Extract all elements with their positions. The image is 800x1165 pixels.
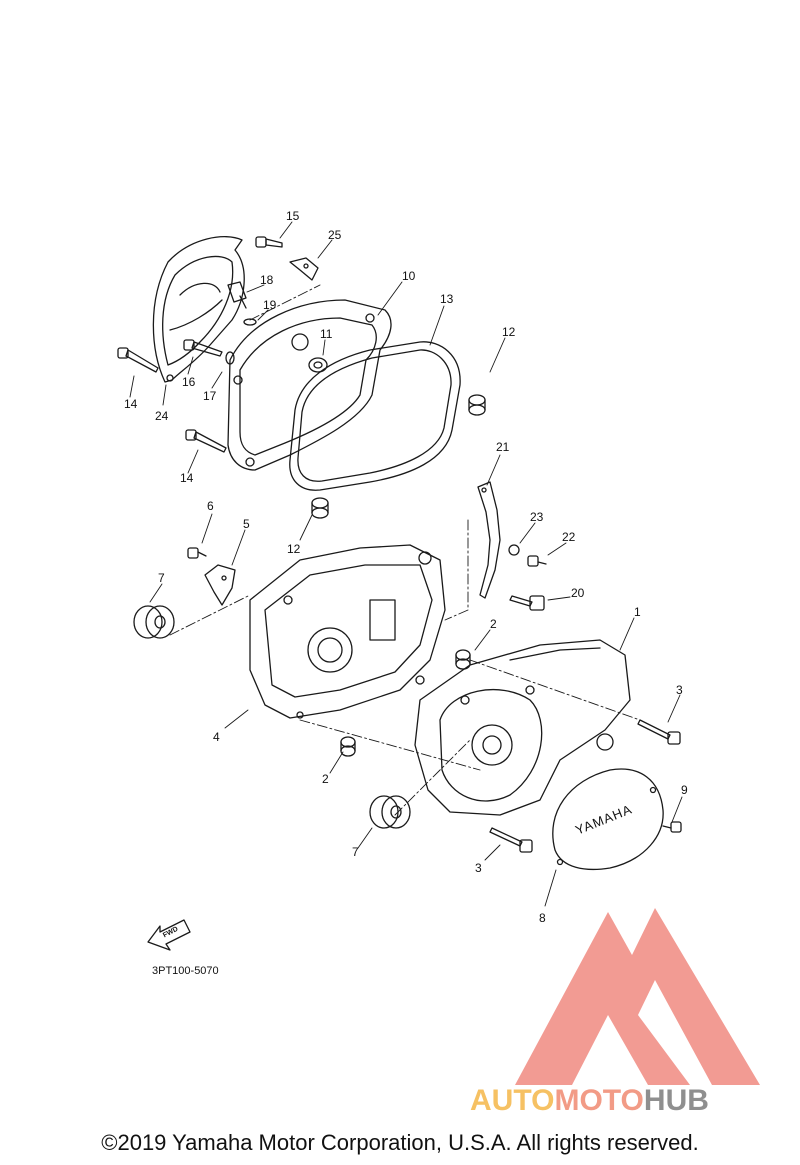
callout-3: 3 bbox=[475, 861, 482, 875]
bolt-20 bbox=[509, 595, 545, 611]
callout-13: 13 bbox=[440, 292, 454, 306]
bolt-16 bbox=[183, 339, 223, 357]
bolt-14b bbox=[185, 429, 227, 453]
bracket-25 bbox=[289, 257, 319, 281]
o-ring-19 bbox=[243, 318, 257, 326]
callout-5: 5 bbox=[243, 517, 250, 531]
damper-7a bbox=[133, 605, 175, 639]
dowel-pin-2a bbox=[455, 649, 471, 670]
callout-12: 12 bbox=[502, 325, 516, 339]
dowel-pin-2b bbox=[340, 736, 356, 757]
bracket-21 bbox=[477, 481, 501, 599]
washer-17 bbox=[225, 351, 235, 365]
watermark-moto: MOTO bbox=[554, 1084, 644, 1117]
callout-22: 22 bbox=[562, 530, 576, 544]
callout-23: 23 bbox=[530, 510, 544, 524]
screw-9 bbox=[662, 821, 682, 833]
damper-7b bbox=[369, 795, 411, 829]
callout-19: 19 bbox=[263, 298, 277, 312]
sensor-18 bbox=[227, 281, 247, 309]
bolt-3a bbox=[637, 719, 681, 745]
bracket-5 bbox=[204, 564, 236, 606]
leader-lines bbox=[129, 221, 683, 907]
crankcase-cover-10 bbox=[227, 299, 392, 471]
callout-6: 6 bbox=[207, 499, 214, 513]
left-crankcase-4 bbox=[249, 544, 446, 719]
callout-7: 7 bbox=[352, 845, 359, 859]
callout-2: 2 bbox=[322, 772, 329, 786]
screw-22 bbox=[527, 555, 547, 567]
callout-9: 9 bbox=[681, 783, 688, 797]
watermark-text: AUTOMOTOHUB bbox=[470, 1084, 709, 1118]
callout-18: 18 bbox=[260, 273, 274, 287]
automotohub-logo-icon bbox=[515, 908, 760, 1085]
callout-3: 3 bbox=[676, 683, 683, 697]
callout-7: 7 bbox=[158, 571, 165, 585]
callout-8: 8 bbox=[539, 911, 546, 925]
bolt-3b bbox=[489, 827, 533, 853]
callout-15: 15 bbox=[286, 209, 300, 223]
bolt-14a bbox=[117, 347, 159, 373]
callout-25: 25 bbox=[328, 228, 342, 242]
gasket-13 bbox=[289, 341, 461, 491]
copyright-notice: ©2019 Yamaha Motor Corporation, U.S.A. A… bbox=[101, 1130, 699, 1155]
dowel-pin-12a bbox=[468, 394, 486, 416]
callout-17: 17 bbox=[203, 389, 217, 403]
outer-guard-plate bbox=[152, 236, 245, 383]
callout-12: 12 bbox=[287, 542, 301, 556]
callout-16: 16 bbox=[182, 375, 196, 389]
callout-24: 24 bbox=[155, 409, 169, 423]
callout-1: 1 bbox=[634, 605, 641, 619]
callout-11: 11 bbox=[320, 327, 333, 341]
bush-11 bbox=[308, 357, 328, 373]
fwd-arrow-icon bbox=[147, 919, 191, 951]
callout-20: 20 bbox=[571, 586, 585, 600]
callout-14: 14 bbox=[124, 397, 138, 411]
diagram-part-code: 3PT100-5070 bbox=[152, 965, 219, 977]
magneto-cover-8 bbox=[552, 768, 664, 871]
bolt-15 bbox=[255, 236, 283, 248]
callout-21: 21 bbox=[496, 440, 510, 454]
dowel-pin-12b bbox=[311, 497, 329, 519]
watermark-auto: AUTO bbox=[470, 1084, 555, 1117]
callout-2: 2 bbox=[490, 617, 497, 631]
watermark-hub: HUB bbox=[643, 1084, 709, 1117]
right-crankcase-1 bbox=[414, 639, 631, 816]
callout-4: 4 bbox=[213, 730, 220, 744]
washer-23 bbox=[508, 544, 520, 556]
callout-10: 10 bbox=[402, 269, 416, 283]
callout-14: 14 bbox=[180, 471, 194, 485]
bolt-6 bbox=[187, 547, 207, 559]
